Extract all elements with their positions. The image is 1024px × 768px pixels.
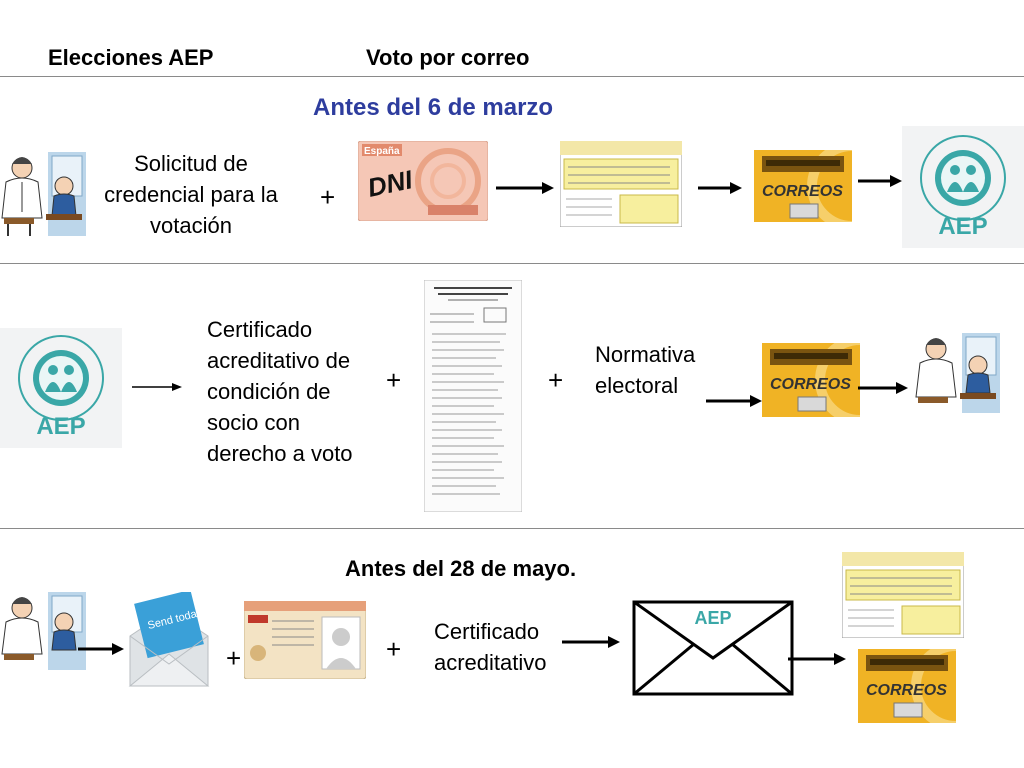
arrow-icon: [706, 393, 762, 409]
correos-mailbox-image: CORREOS: [858, 649, 956, 723]
section-divider: [0, 263, 1024, 264]
aep-logo: AEP: [902, 126, 1024, 248]
voter-list-document: [424, 280, 522, 512]
dni-card-image: España DNI: [358, 141, 488, 221]
correos-mailbox-image: CORREOS: [762, 343, 860, 417]
plus-sign: +: [386, 365, 401, 396]
arrow-icon: [562, 634, 620, 650]
header-divider: [0, 76, 1024, 77]
section-divider: [0, 528, 1024, 529]
form-document-image: [842, 552, 964, 638]
plus-sign: +: [320, 182, 335, 213]
doctor-patient-icon: [0, 592, 86, 670]
plus-sign: +: [548, 365, 563, 396]
certificate-short-text: Certificado acreditativo: [434, 616, 574, 678]
arrow-icon: [788, 651, 846, 667]
arrow-icon: [698, 180, 742, 196]
arrow-icon: [858, 173, 902, 189]
aep-logo-text: AEP: [938, 213, 987, 240]
arrow-icon: [132, 381, 182, 393]
dni-card-image: [244, 601, 366, 679]
arrow-icon: [496, 180, 554, 196]
correos-text: CORREOS: [762, 183, 843, 200]
header-title-right: Voto por correo: [366, 45, 529, 71]
arrow-icon: [78, 641, 124, 657]
correos-text: CORREOS: [770, 376, 851, 393]
dni-country: España: [364, 146, 400, 157]
plus-sign: +: [386, 634, 401, 665]
aep-logo-text: AEP: [36, 413, 85, 440]
envelope-aep-label: AEP: [694, 608, 731, 628]
certificate-text: Certificado acreditativo de condición de…: [207, 314, 377, 469]
doctor-patient-icon: [0, 152, 86, 236]
deadline-may: Antes del 28 de mayo.: [345, 556, 576, 582]
doctor-patient-icon: [914, 333, 1000, 413]
normativa-text: Normativa electoral: [595, 339, 725, 401]
arrow-icon: [858, 380, 908, 396]
request-text: Solicitud de credencial para la votación: [96, 148, 286, 241]
plus-sign: +: [226, 643, 241, 674]
aep-logo: AEP: [0, 328, 122, 448]
header-title-left: Elecciones AEP: [48, 45, 213, 71]
envelope-icon: AEP: [632, 600, 794, 696]
send-envelope-image: Send today!: [126, 592, 212, 690]
correos-text: CORREOS: [866, 682, 947, 699]
correos-mailbox-image: CORREOS: [754, 150, 852, 222]
form-document-image: [560, 141, 682, 227]
deadline-march: Antes del 6 de marzo: [313, 94, 553, 122]
